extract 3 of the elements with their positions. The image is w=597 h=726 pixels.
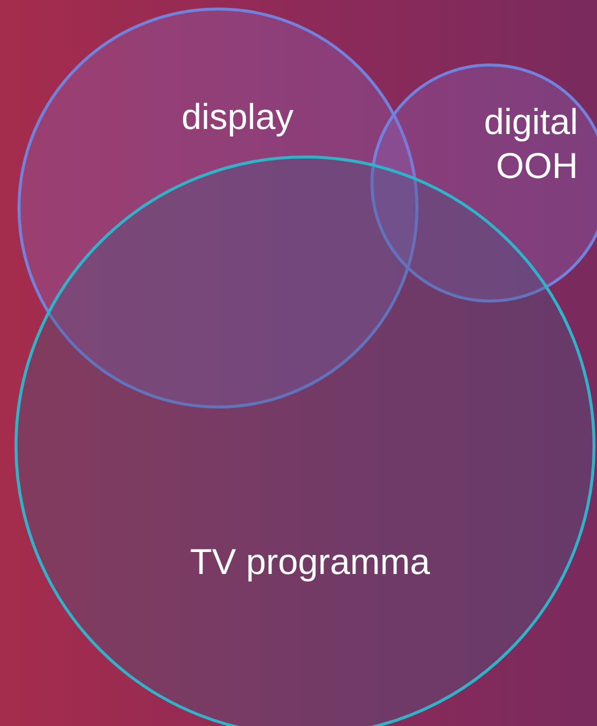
circle-label: TV programma <box>188 540 432 584</box>
circle-label: display <box>180 95 295 139</box>
circle-label: digital OOH <box>482 100 578 188</box>
